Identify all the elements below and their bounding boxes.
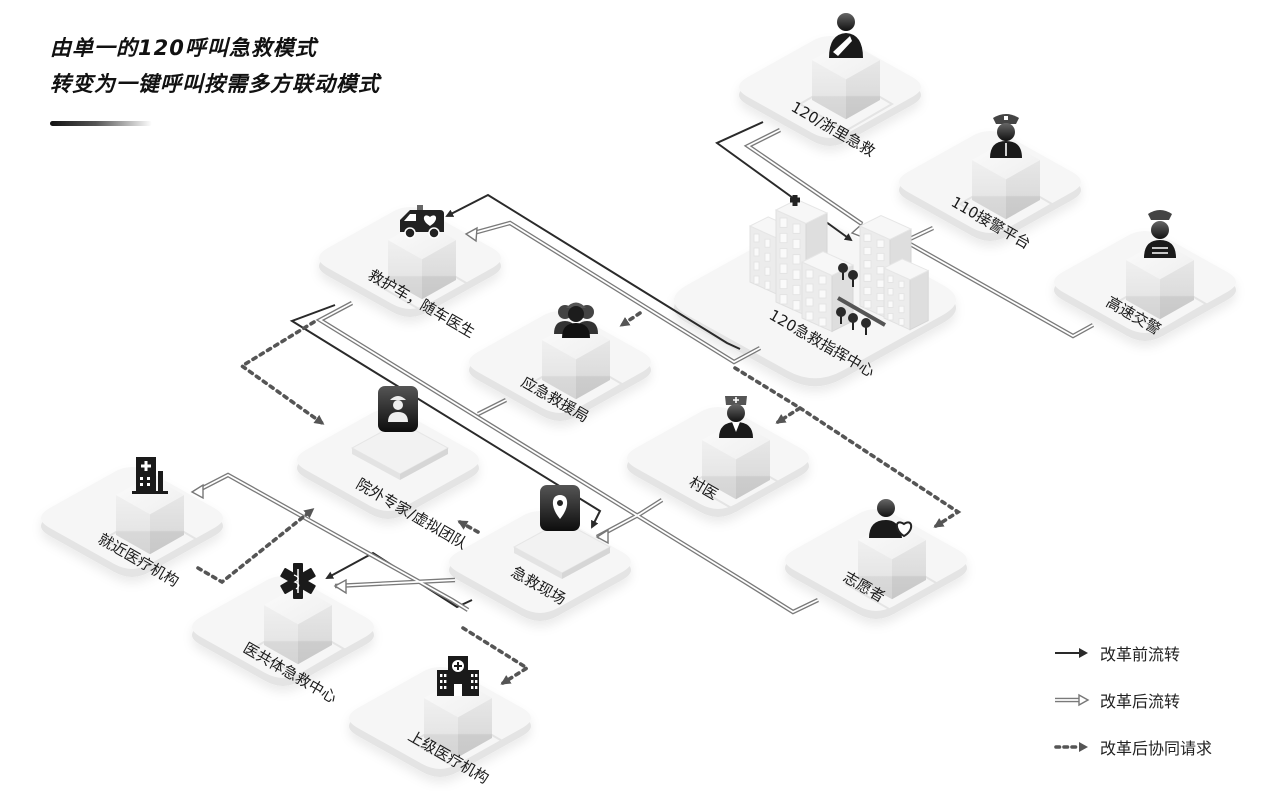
ambulance-icon bbox=[400, 205, 444, 239]
title-line-1: 由单一的120呼叫急救模式 bbox=[50, 36, 317, 60]
hospital-buildings-icon bbox=[748, 195, 930, 335]
node-village_doctor bbox=[688, 396, 784, 512]
node-police110 bbox=[958, 114, 1054, 232]
node-highway bbox=[1112, 210, 1208, 332]
dotted-arrow-icon bbox=[1054, 742, 1088, 752]
flow-before-center-to-ambulance bbox=[445, 193, 741, 350]
title-line-2: 转变为一键呼叫按需多方联动模式 bbox=[50, 72, 380, 96]
node-zheli bbox=[798, 13, 894, 132]
flow-after-to-nearby-arrow bbox=[190, 483, 204, 500]
node-superior bbox=[410, 656, 506, 770]
legend-label-before: 改革前流转 bbox=[1100, 645, 1181, 664]
clinic-building-icon bbox=[132, 457, 168, 494]
flow-before-ambulance-to-scene bbox=[289, 304, 602, 529]
legend-label-after: 改革后流转 bbox=[1100, 692, 1181, 711]
flow-after-to-community-arrow bbox=[333, 578, 347, 595]
node-community bbox=[250, 563, 346, 677]
node-expert bbox=[350, 386, 450, 480]
flow-collab-center-to-bureau bbox=[619, 311, 642, 327]
police-officer-icon bbox=[990, 114, 1022, 158]
flow-after-to-scene-arrow bbox=[595, 528, 609, 545]
node-emergency_bureau bbox=[528, 302, 624, 412]
flow-after-center-to-ambulance-arrow bbox=[464, 226, 478, 243]
legend-item-after: 改革后流转 bbox=[1054, 688, 1180, 712]
location-pin-icon bbox=[540, 485, 580, 531]
hospital-icon bbox=[437, 656, 479, 696]
legend-label-collab: 改革后协同请求 bbox=[1100, 739, 1213, 758]
star-of-life-icon bbox=[280, 563, 316, 599]
legend-item-collab: 改革后协同请求 bbox=[1054, 735, 1212, 759]
node-nearby bbox=[102, 457, 198, 567]
rescue-workers-icon bbox=[554, 302, 598, 338]
flow-collab-scene-to-expert bbox=[457, 520, 480, 534]
flow-collab-scene-to-superior bbox=[461, 626, 531, 685]
legend-item-before: 改革前流转 bbox=[1054, 641, 1180, 665]
flow-collab-center-to-volunteer bbox=[798, 406, 962, 528]
title-underline bbox=[50, 121, 152, 126]
hollow-arrow-icon bbox=[1055, 693, 1090, 707]
doctor-monitor-icon bbox=[378, 386, 418, 432]
volunteer-heart-icon bbox=[869, 499, 913, 538]
node-volunteer bbox=[844, 499, 940, 612]
injured-person-icon bbox=[829, 13, 863, 58]
nurse-icon bbox=[719, 396, 753, 438]
node-scene bbox=[512, 485, 612, 579]
flow-collab-ambulance-to-expert bbox=[238, 320, 325, 425]
node-ambulance bbox=[374, 205, 470, 312]
flow-collab-nearby-to-expert bbox=[196, 508, 315, 585]
solid-arrow-icon bbox=[1055, 648, 1088, 658]
traffic-police-icon bbox=[1144, 210, 1176, 258]
